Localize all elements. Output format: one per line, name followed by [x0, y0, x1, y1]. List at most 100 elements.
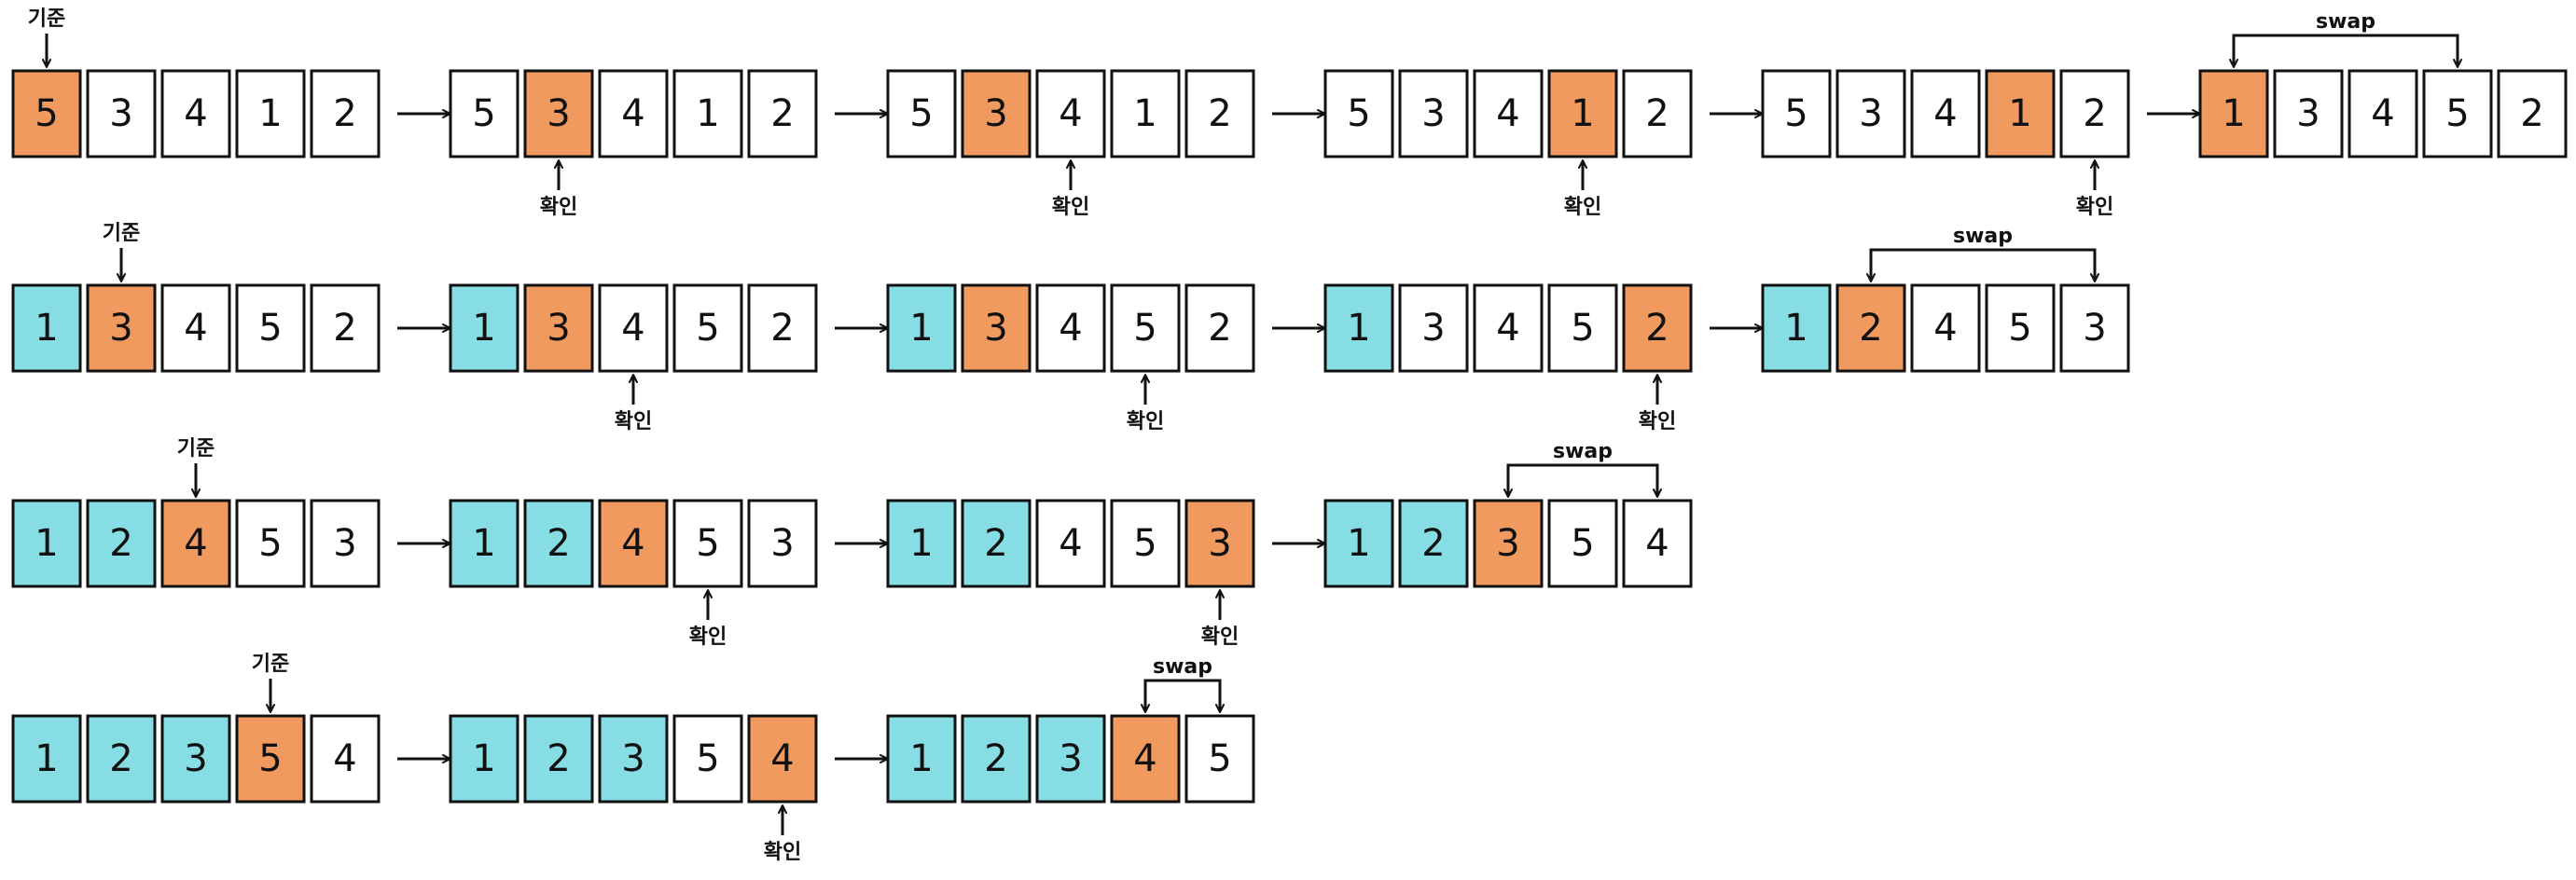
- cell-box: [1035, 499, 1106, 588]
- array-cell: 4: [160, 69, 231, 158]
- check-label: 확인: [1564, 196, 1601, 219]
- array-cell: 1: [11, 714, 82, 804]
- cell-box: [86, 283, 157, 373]
- cell-value: 1: [472, 737, 495, 780]
- cell-value: 4: [1059, 92, 1082, 135]
- cell-value: 1: [2008, 92, 2031, 135]
- cell-value: 4: [621, 307, 644, 350]
- array-cell: 4: [598, 69, 669, 158]
- cell-box: [86, 714, 157, 804]
- cell-value: 2: [770, 307, 794, 350]
- array-cell: 2: [1184, 283, 1255, 373]
- check-marker: 확인: [615, 374, 652, 433]
- cell-box: [11, 69, 82, 158]
- cell-value: 2: [1645, 92, 1669, 135]
- cell-value: 2: [109, 737, 132, 780]
- swap-label: swap: [1953, 225, 2013, 248]
- array-cell: 3: [160, 714, 231, 804]
- cell-box: [310, 69, 381, 158]
- cell-value: 4: [184, 307, 207, 350]
- array-cell: 4: [1473, 283, 1544, 373]
- cell-box: [449, 283, 519, 373]
- array-cell: 1: [235, 69, 306, 158]
- cell-value: 1: [1347, 522, 1370, 565]
- cell-box: [747, 283, 818, 373]
- cell-box: [1035, 69, 1106, 158]
- cell-value: 3: [333, 522, 356, 565]
- cell-value: 4: [1496, 92, 1519, 135]
- array-cell: 4: [2347, 69, 2418, 158]
- cell-box: [310, 714, 381, 804]
- array-cell: 4: [160, 283, 231, 373]
- cell-value: 4: [1933, 307, 1957, 350]
- cell-value: 5: [258, 307, 282, 350]
- check-marker: 확인: [1639, 374, 1676, 433]
- cell-box: [11, 283, 82, 373]
- cell-value: 3: [984, 307, 1007, 350]
- array-cell: 2: [86, 499, 157, 588]
- cell-box: [598, 499, 669, 588]
- array-cell: 5: [672, 499, 743, 588]
- cell-value: 2: [1645, 307, 1669, 350]
- cell-value: 3: [1496, 522, 1519, 565]
- cell-box: [1910, 69, 1981, 158]
- array-cell: 5: [1184, 714, 1255, 804]
- cell-value: 5: [472, 92, 495, 135]
- cell-value: 5: [1784, 92, 1807, 135]
- cell-box: [1110, 714, 1181, 804]
- array-cell: 3: [2273, 69, 2344, 158]
- cell-box: [1473, 499, 1544, 588]
- cell-value: 5: [1347, 92, 1370, 135]
- cell-box: [160, 714, 231, 804]
- array-cell: 3: [310, 499, 381, 588]
- array-cell: 3: [86, 283, 157, 373]
- swap-bracket-line: [1143, 679, 1222, 711]
- cell-box: [2422, 69, 2493, 158]
- cell-value: 5: [1133, 522, 1156, 565]
- cell-box: [961, 499, 1032, 588]
- cell-value: 3: [1059, 737, 1082, 780]
- check-label: 확인: [689, 626, 727, 649]
- cell-value: 3: [547, 92, 570, 135]
- array-cell: 1: [1985, 69, 2056, 158]
- cell-box: [2497, 69, 2568, 158]
- swap-bracket-line: [2232, 34, 2459, 66]
- cell-box: [160, 283, 231, 373]
- swap-bracket-line: [1869, 248, 2097, 281]
- array-cell: 3: [86, 69, 157, 158]
- pivot-marker: 기준: [103, 222, 140, 282]
- cell-box: [747, 69, 818, 158]
- array-cell: 2: [523, 714, 594, 804]
- cell-box: [886, 499, 957, 588]
- cell-value: 1: [909, 522, 933, 565]
- cell-box: [1835, 283, 1906, 373]
- array-cell: 4: [310, 714, 381, 804]
- cell-value: 3: [109, 92, 132, 135]
- cell-box: [598, 283, 669, 373]
- cell-box: [747, 499, 818, 588]
- cell-value: 1: [35, 522, 58, 565]
- array-cell: 5: [1323, 69, 1394, 158]
- array-cell: 4: [1622, 499, 1693, 588]
- cell-box: [747, 714, 818, 804]
- cell-value: 4: [770, 737, 794, 780]
- cell-box: [672, 714, 743, 804]
- cell-value: 4: [1059, 307, 1082, 350]
- swap-bracket: swap: [1141, 655, 1225, 713]
- cell-value: 5: [35, 92, 58, 135]
- array-cell: 2: [961, 714, 1032, 804]
- array-cell: 2: [310, 283, 381, 373]
- cell-box: [1110, 499, 1181, 588]
- array-cell: 5: [886, 69, 957, 158]
- cell-box: [1110, 283, 1181, 373]
- cell-value: 1: [909, 737, 933, 780]
- cell-value: 2: [1208, 307, 1231, 350]
- array-cell: 1: [1323, 283, 1394, 373]
- cell-box: [235, 714, 306, 804]
- array-cell: 4: [598, 499, 669, 588]
